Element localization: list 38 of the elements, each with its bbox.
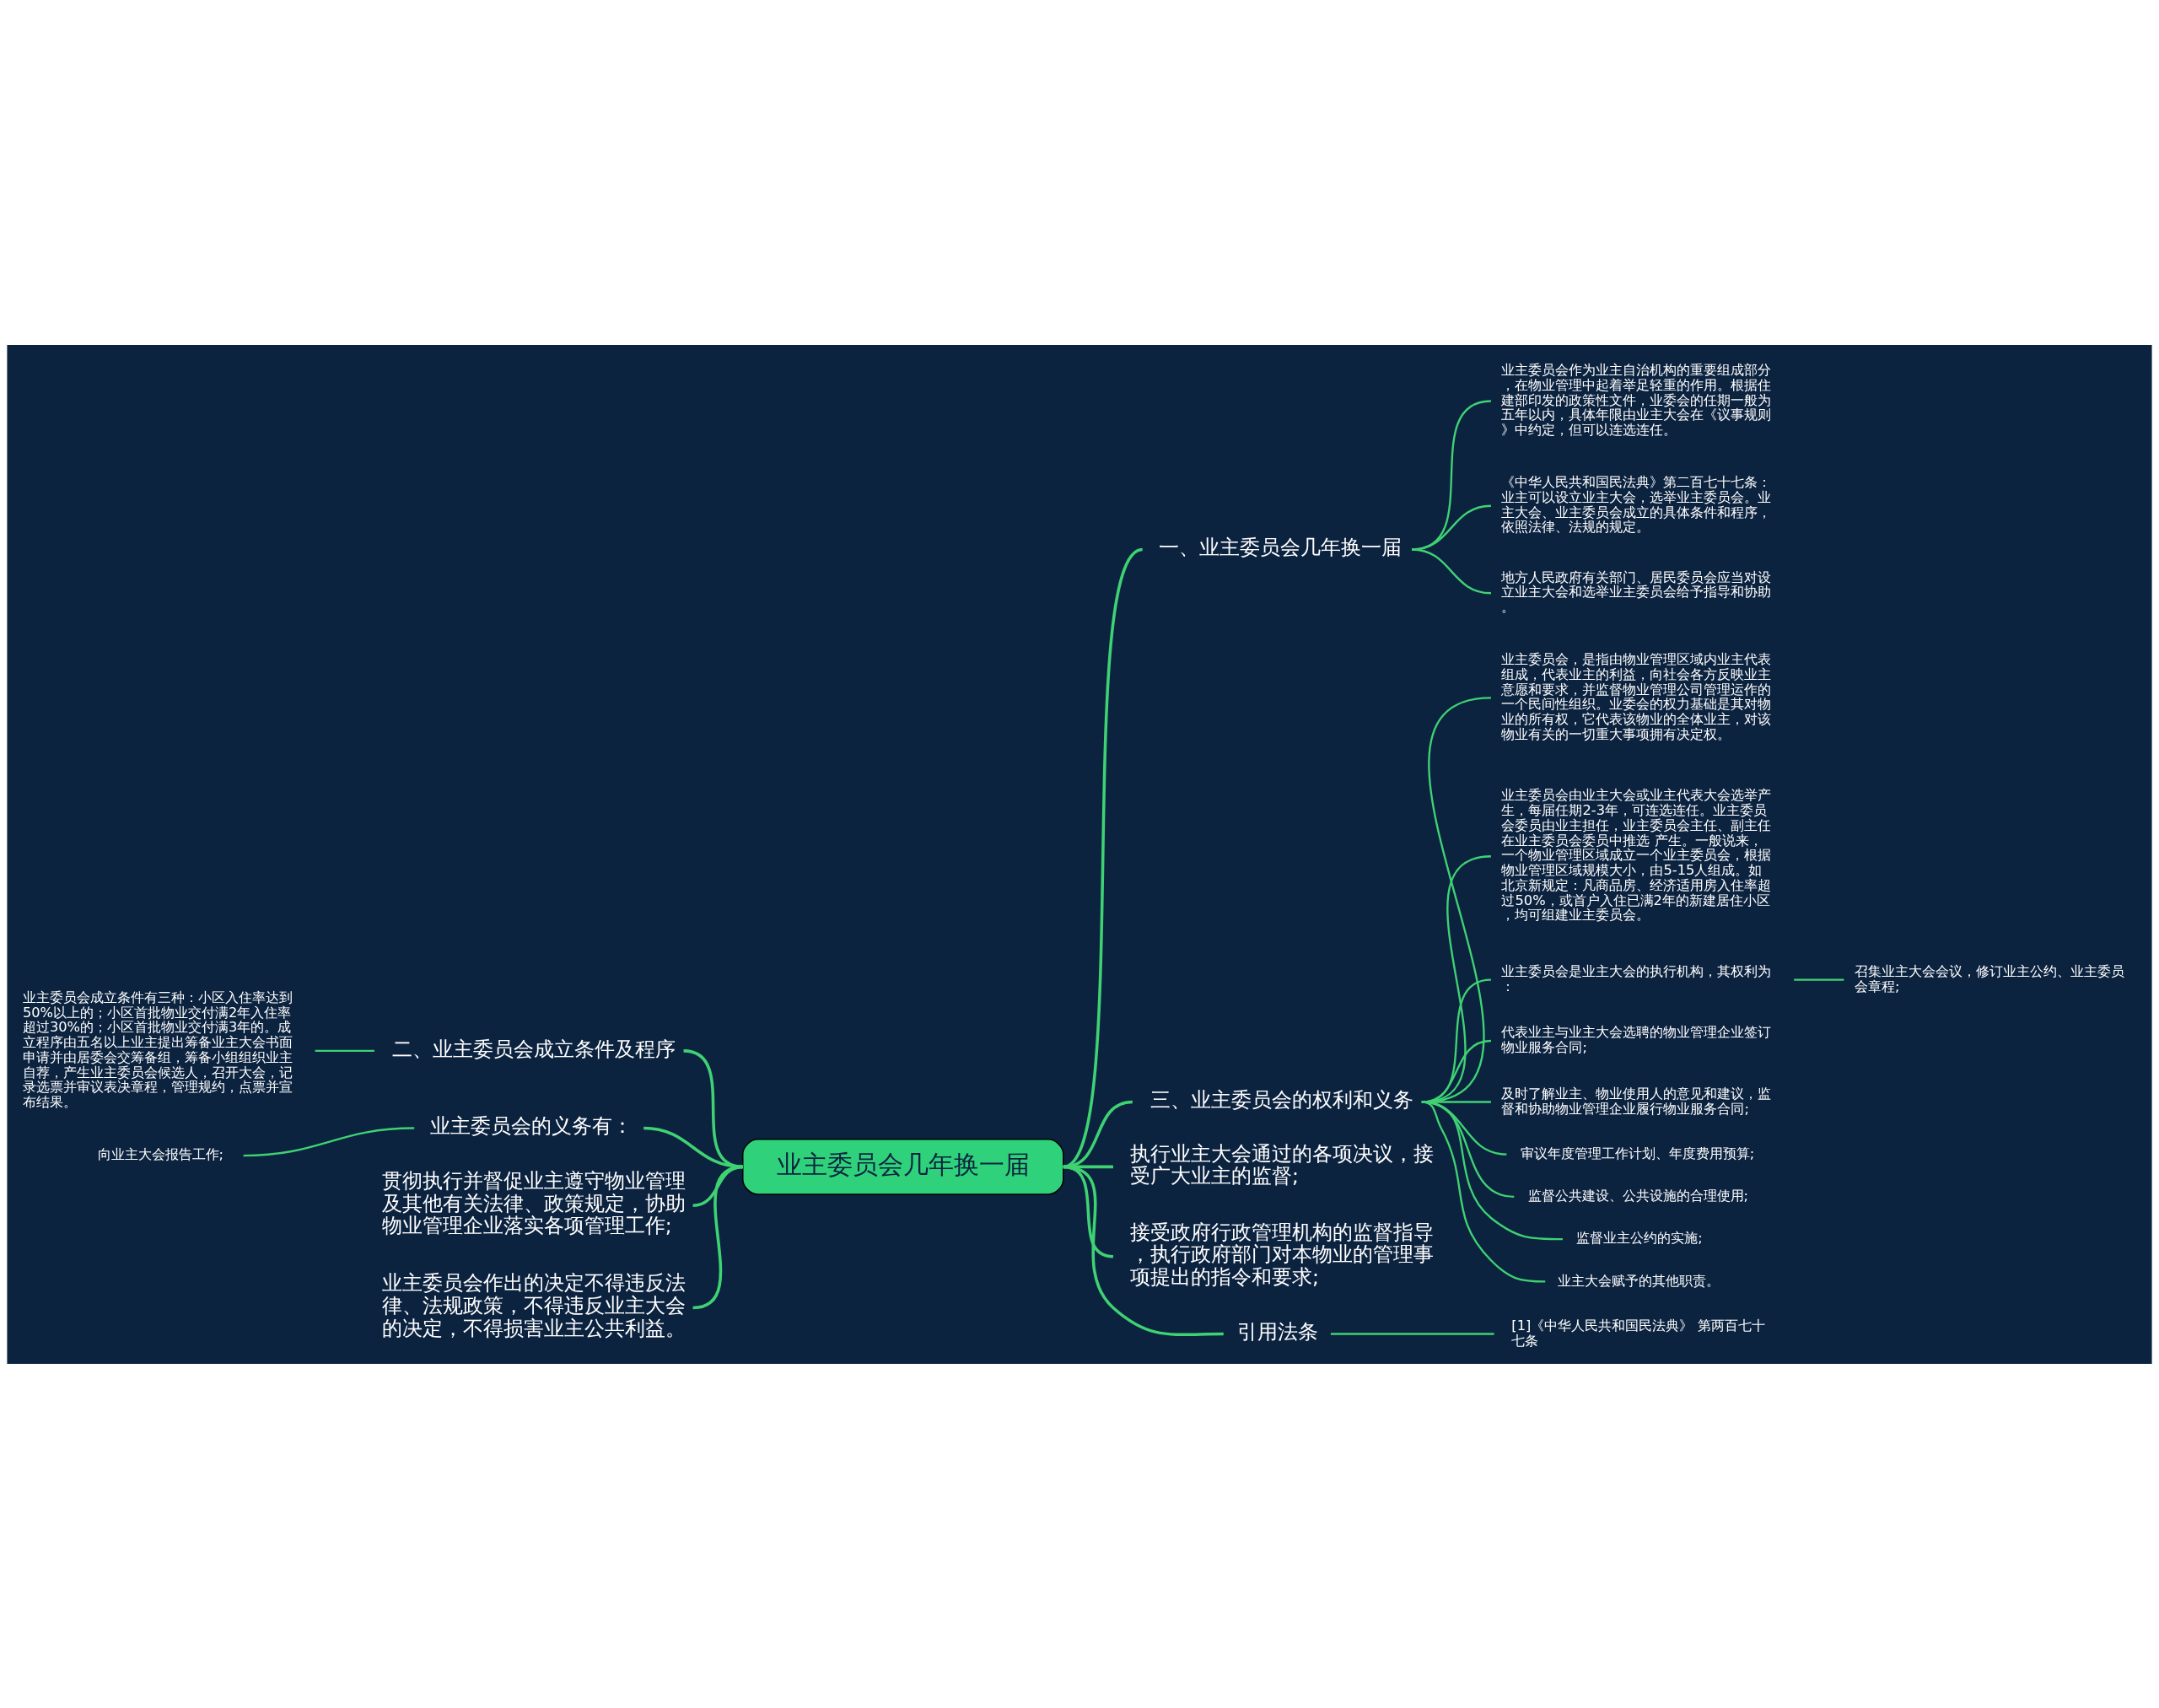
node-text: 监督业主公约的实施; — [1576, 1229, 1703, 1246]
node-text: 业主委员会作为业主自治机构的重要组成部分，在物业管理中起着举足轻重的作用。根据住建部印发的政策性文件，业委会的任期一般为五年以内，具体年限由业主大会在《议事规则》中约定，但可以连选连任。 — [1501, 361, 1772, 438]
node-text: 业主大会赋予的其他职责。 — [1558, 1272, 1720, 1289]
connector — [1062, 547, 1144, 1168]
node-text: 贯彻执行并督促业主遵守物业管理及其他有关法律、政策规定，协助物业管理企业落实各项管理工作; — [381, 1168, 686, 1237]
connector — [1411, 547, 1492, 594]
node-text: 召集业主大会会议，修订业主公约、业主委员会章程; — [1854, 962, 2124, 994]
node-text: 代表业主与业主大会选聘的物业管理企业签订物业服务合同; — [1501, 1023, 1772, 1055]
connector — [643, 1126, 743, 1168]
node-text: 三、业主委员会的权利和义务 — [1149, 1087, 1413, 1112]
node-text: 监督公共建设、公共设施的合理使用; — [1527, 1187, 1749, 1204]
node-text: 业主委员会作出的决定不得违反法律、法规政策，不得违反业主大会的决定，不得损害业主公共利益。 — [381, 1270, 686, 1340]
node-text: 业主委员会，是指由物业管理区域内业主代表组成，代表业主的利益，向社会各方反映业主意愿和要求，并监督物业管理公司管理运作的一个民间性组织。业委会的权力基础是其对物业的所有权，它代表该物业的全体业主，对该物业有关的一切重大事项拥有决定权。 — [1501, 650, 1772, 742]
node-text: 向业主大会报告工作; — [97, 1145, 224, 1162]
connector — [1063, 1165, 1224, 1336]
connector — [315, 1049, 374, 1052]
node-text: 《中华人民共和国民法典》第二百七十七条：业主可以设立业主大会，选举业主委员会。业主大会、业主委员会成立的具体条件和程序，依照法律、法规的规定。 — [1501, 473, 1772, 535]
node-text: [1]《中华人民共和国民法典》 第两百七十七条 — [1511, 1317, 1765, 1349]
node-text: 地方人民政府有关部门、居民委员会应当对设立业主大会和选举业主委员会给予指导和协助。 — [1501, 568, 1772, 615]
node-text: 业主委员会是业主大会的执行机构，其权利为： — [1501, 962, 1772, 994]
connector — [1330, 1332, 1494, 1335]
node-text: 一、业主委员会几年换一届 — [1158, 535, 1402, 559]
connector — [1421, 1100, 1546, 1283]
connector — [692, 1165, 744, 1309]
node-text: 二、业主委员会成立条件及程序 — [391, 1037, 676, 1060]
connector — [1421, 1100, 1563, 1240]
connector — [243, 1126, 415, 1156]
node-text: 审议年度管理工作计划、年度费用预算; — [1520, 1145, 1755, 1161]
connector — [1063, 1100, 1133, 1168]
node-text: 及时了解业主、物业使用人的意见和建议，监督和协助物业管理企业履行物业服务合同; — [1501, 1085, 1772, 1117]
connector — [1794, 978, 1844, 981]
node-text: 引用法条 — [1237, 1319, 1319, 1344]
node-box: 业主委员会几年换一届 — [742, 1138, 1064, 1195]
node-text: 业主委员会由业主大会或业主代表大会选举产生，每届任期2-3年，可连选连任。业主委员会委员由业主担任，业主委员会主任、副主任在业主委员会委员中推选 产生。一般说来，一个物业管理区域成立一个业主委员会，根据物业管理区域规模大小，由5-15人组成。如北京新规定：凡商品房、经济适用房入住率超过50%，或首户入住已满2年的新建居住小区，均可组建业主委员会。 — [1501, 786, 1772, 923]
node-text: 执行业主大会通过的各项决议，接受广大业主的监督; — [1129, 1141, 1434, 1188]
node-text: 业主委员会成立条件有三种：小区入住率达到50%以上的；小区首批物业交付满2年入住率超过30%的；小区首批物业交付满3年的。成立程序由五名以上业主提出筹备业主大会书面申请并由居委会交筹备组，筹备小组组织业主自荐，产生业主委员会候选人，召开大会，记录选票并审议表决章程，管理规约，点票并宣布结果。 — [22, 989, 293, 1110]
node-text: 接受政府行政管理机构的监督指导，执行政府部门对本物业的管理事项提出的指令和要求; — [1129, 1220, 1434, 1289]
node-text: 业主委员会的义务有： — [430, 1113, 633, 1138]
